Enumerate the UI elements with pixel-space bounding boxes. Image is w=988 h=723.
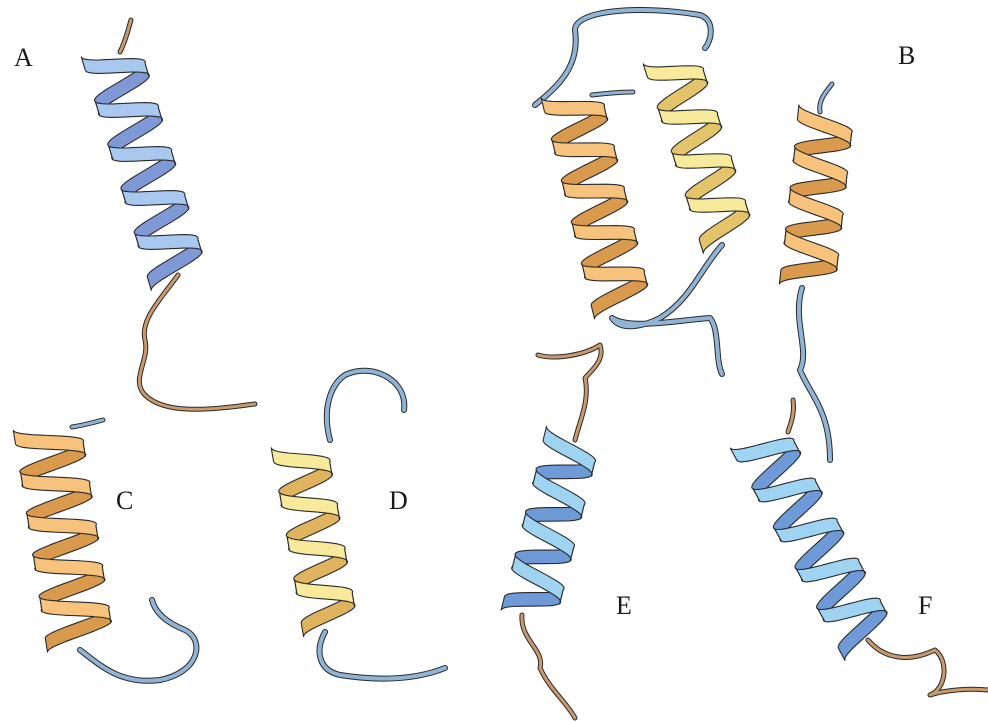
coil-a-top bbox=[120, 20, 131, 52]
coil-e-top bbox=[538, 345, 601, 440]
helix-a bbox=[81, 57, 202, 290]
helix-d bbox=[271, 448, 355, 637]
panel-label-d: D bbox=[389, 486, 408, 515]
helix-b-left bbox=[541, 98, 648, 319]
coil-b-right-bottom bbox=[799, 288, 830, 460]
helix-b-middle bbox=[643, 64, 750, 253]
coil-b-connector bbox=[612, 245, 722, 374]
helix-e bbox=[501, 427, 595, 611]
panel-label-e: E bbox=[616, 591, 632, 620]
helix-c bbox=[13, 430, 111, 652]
panel-label-a: A bbox=[14, 43, 33, 72]
helix-b-right bbox=[779, 105, 852, 284]
coil-d-bottom bbox=[320, 632, 445, 679]
coil-c-top bbox=[72, 420, 103, 427]
coil-f-top bbox=[788, 400, 793, 432]
coil-e-bottom bbox=[522, 615, 575, 718]
panel-label-b: B bbox=[898, 41, 915, 70]
coil-a-bottom bbox=[139, 275, 255, 409]
panel-label-f: F bbox=[918, 591, 932, 620]
panel-label-c: C bbox=[116, 486, 133, 515]
coil-f-bottom bbox=[868, 640, 988, 695]
coil-b-right-top bbox=[820, 84, 832, 112]
coil-d-top bbox=[327, 371, 404, 440]
coil-b-left-end bbox=[592, 92, 633, 95]
helix-f bbox=[730, 438, 887, 660]
